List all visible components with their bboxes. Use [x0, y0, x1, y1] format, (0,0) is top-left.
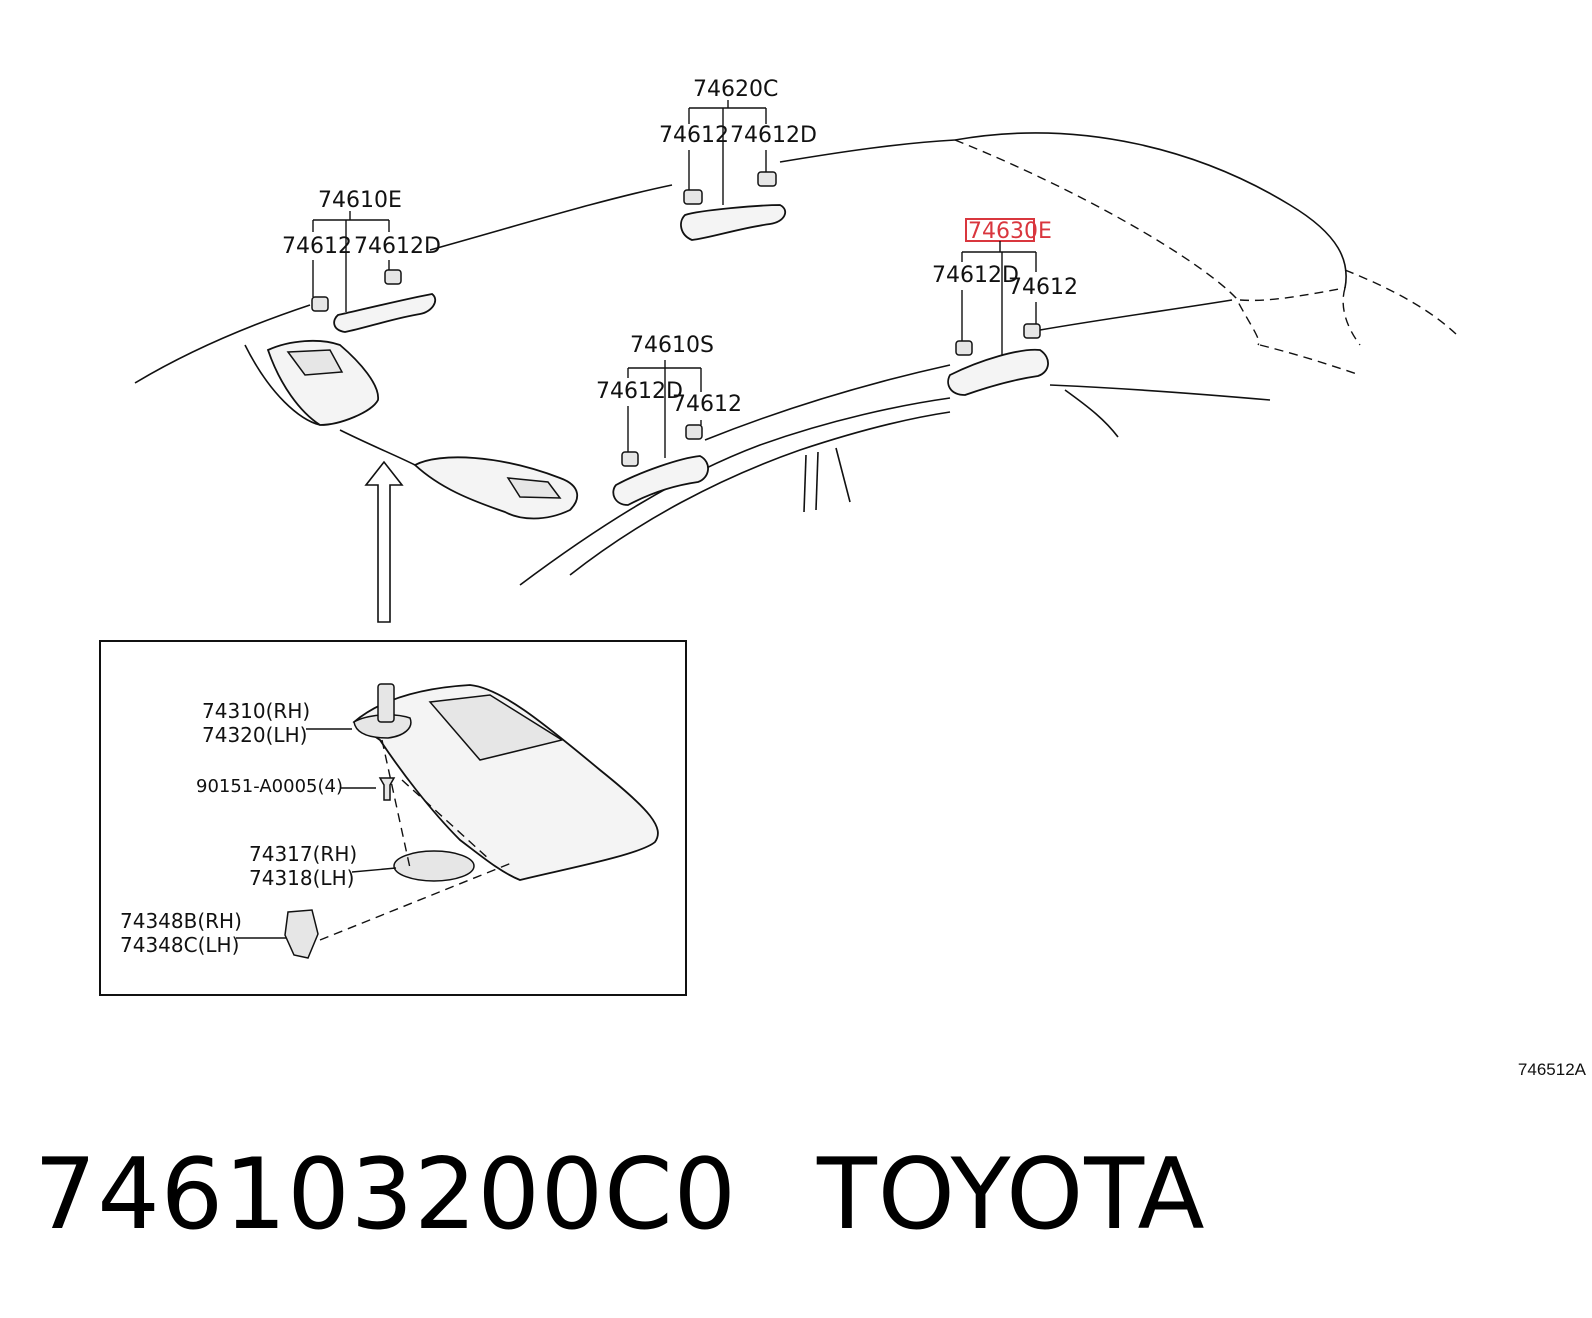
label-74612D: 74612D [596, 379, 683, 404]
label-74348CLH: 74348C(LH) [120, 933, 239, 957]
roof-outline [134, 132, 1457, 586]
label-74610E: 74610E [318, 188, 402, 213]
label-74612D: 74612D [354, 234, 441, 259]
label-74318LH: 74318(LH) [249, 866, 354, 890]
label-74620C: 74620C [693, 77, 778, 102]
label-74348BRH: 74348B(RH) [120, 909, 242, 933]
label-screw: 90151-A0005(4) [196, 776, 343, 797]
label-74612D: 74612D [730, 123, 817, 148]
assist-grip-mid [612, 424, 709, 506]
arrow-to-inset [364, 460, 404, 623]
label-74630E: 74630E [968, 219, 1052, 244]
label-74612D: 74612D [932, 263, 1019, 288]
sun-visor-left [266, 340, 379, 426]
label-74612: 74612 [282, 234, 352, 259]
caption: 746103200C0 TOYOTA [34, 1138, 1206, 1252]
label-74310RH: 74310(RH) [202, 699, 310, 723]
label-74317RH: 74317(RH) [249, 842, 357, 866]
label-74612: 74612 [659, 123, 729, 148]
callout-74610S: 74610S 74612D 74612 [596, 333, 742, 458]
callout-74620C: 74620C 74612 74612D [659, 77, 817, 205]
label-74610S: 74610S [630, 333, 714, 358]
caption-brand: TOYOTA [816, 1138, 1206, 1252]
label-74612: 74612 [1008, 275, 1078, 300]
assist-grip-highlighted [947, 323, 1049, 396]
label-74612: 74612 [672, 392, 742, 417]
callout-74610E: 74610E 74612 74612D [282, 188, 441, 312]
inset-detail: 74310(RH) 74320(LH) 90151-A0005(4) 74317… [99, 640, 687, 996]
sun-visor-right [413, 456, 578, 520]
assist-grip-top-center [680, 171, 787, 241]
callout-74630E: 74630E 74612D 74612 [932, 218, 1078, 356]
caption-part-number: 746103200C0 [34, 1138, 737, 1252]
label-74320LH: 74320(LH) [202, 723, 307, 747]
assist-grip-upper-left [311, 269, 437, 333]
diagram-reference-code: 746512A [1517, 1060, 1586, 1079]
